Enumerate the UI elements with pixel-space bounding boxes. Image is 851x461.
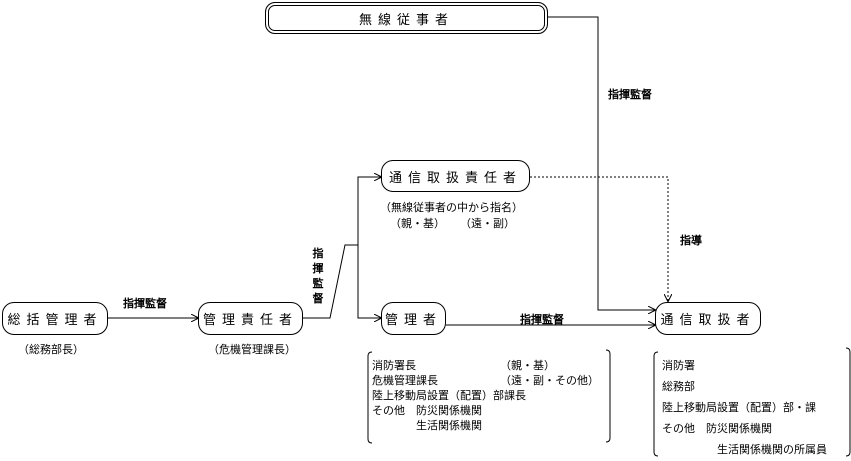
manager-list-item: 消防署長（親・基）	[372, 359, 555, 372]
handler-list: 消防署 総務部 陸上移動局設置（配置）部・課 その他 防災関係機関 生活関係機関…	[662, 357, 848, 458]
edge-to-manager	[357, 245, 381, 318]
node-comm-handler: 通信取扱者	[655, 302, 761, 335]
handler-list-item: 総務部	[662, 380, 695, 393]
manager-responsible-note: （危機管理課長）	[208, 343, 296, 356]
manager-list-bracket-right	[605, 349, 611, 443]
manager-list: 消防署長（親・基） 危機管理課長（遠・副・その他） 陸上移動局設置（配置）部課長…	[372, 358, 608, 433]
comm-responsible-note-2a: （親・基）	[390, 217, 445, 230]
edge-label-guidance: 指導	[680, 234, 702, 247]
node-manager-responsible: 管理責任者	[198, 302, 303, 335]
manager-list-item: 陸上移動局設置（配置）部課長	[372, 389, 526, 402]
comm-responsible-note-1: （無線従事者の中から指名）	[380, 201, 523, 214]
edge-to-comm-responsible	[357, 177, 381, 245]
handler-list-item: その他 防災関係機関	[662, 422, 772, 435]
node-comm-responsible: 通信取扱責任者	[381, 160, 530, 192]
node-radio-operator: 無線従事者	[265, 2, 548, 34]
manager-list-item: その他 防災関係機関	[372, 404, 482, 417]
handler-list-bracket-right	[845, 347, 851, 457]
edge-responsible-branch	[303, 244, 358, 319]
node-general-manager: 総括管理者	[2, 302, 108, 335]
edge-label-supervise-left: 指揮監督	[123, 297, 167, 310]
handler-list-item: 陸上移動局設置（配置）部・課	[662, 401, 816, 414]
edge-guidance	[530, 176, 668, 301]
handler-list-item: 消防署	[662, 359, 695, 372]
general-manager-note: （総務部長）	[18, 343, 84, 356]
manager-list-item: 危機管理課長（遠・副・その他）	[372, 374, 599, 387]
handler-list-item: 生活関係機関の所属員	[662, 443, 827, 456]
comm-responsible-note-2b: （遠・副）	[460, 217, 515, 230]
edge-label-supervise-vertical: 指揮監督	[312, 247, 324, 305]
edge-label-supervise-manager: 指揮監督	[520, 313, 564, 326]
node-manager: 管理者	[381, 302, 446, 335]
edge-label-supervise-top: 指揮監督	[608, 88, 652, 101]
manager-list-bracket-left	[367, 351, 373, 444]
handler-list-bracket-left	[653, 351, 659, 457]
edge-operator-to-handler	[548, 16, 655, 310]
manager-list-item: 生活関係機関	[372, 419, 482, 432]
